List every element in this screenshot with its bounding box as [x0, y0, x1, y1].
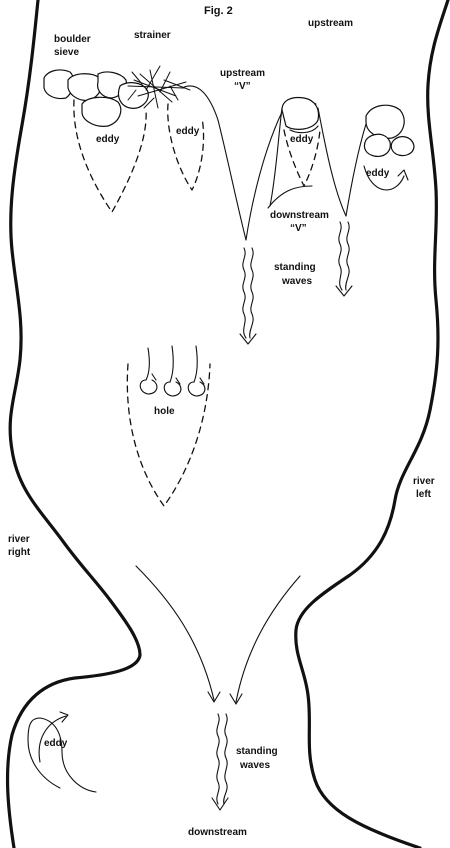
strainer-branches — [127, 65, 191, 109]
label-river-right-line1: river — [8, 534, 30, 545]
label-boulder-sieve-line1: boulder — [54, 34, 91, 45]
label-downstream-v-line1: downstream — [270, 210, 329, 221]
label-standing-waves-lower-line1: standing — [236, 746, 278, 757]
eddy-outline-hole — [126, 363, 211, 507]
river-right-bank — [5, 0, 142, 848]
river-left-bank — [294, 0, 450, 848]
label-river-left-line1: river — [413, 476, 435, 487]
figure-title: Fig. 2 — [204, 5, 233, 17]
label-river-right-line2: right — [8, 547, 31, 558]
label-eddy-right: eddy — [366, 168, 390, 179]
label-standing-waves-lower-line2: waves — [239, 760, 270, 771]
label-standing-waves-upper-line2: waves — [281, 276, 312, 287]
standing-waves-upper-right — [335, 221, 353, 297]
current-arrow-right — [235, 575, 301, 703]
label-upstream-v-line2: “V” — [234, 81, 251, 92]
label-hole: hole — [154, 406, 175, 417]
label-downstream: downstream — [188, 827, 247, 838]
label-eddy-center: eddy — [290, 134, 314, 145]
label-eddy-left: eddy — [96, 134, 120, 145]
boulder-sieve-rock-2 — [67, 73, 103, 101]
eddy-arrow-bottom-swirl — [38, 715, 67, 763]
label-river-left-line2: left — [416, 489, 432, 500]
right-boulder-2 — [363, 133, 391, 157]
label-standing-waves-upper-line1: standing — [274, 262, 316, 273]
current-arrow-right-head — [229, 693, 243, 705]
label-upstream: upstream — [308, 18, 353, 29]
standing-waves-lower — [211, 713, 229, 811]
current-arrow-left-head — [207, 691, 221, 703]
right-boulder-3 — [390, 136, 415, 157]
right-boulder-1 — [365, 104, 405, 139]
eddy-outline-strainer — [167, 103, 205, 191]
standing-waves-upper-left — [239, 247, 257, 345]
label-boulder-sieve-line2: sieve — [54, 47, 79, 58]
label-downstream-v-line2: “V” — [290, 223, 307, 234]
eddy-arrow-bottom — [27, 717, 97, 793]
eddy-arrow-bottom-head — [59, 711, 69, 723]
label-upstream-v-line1: upstream — [220, 68, 265, 79]
eddy-arrow-right-head — [397, 169, 409, 181]
eddy-arrow-right — [363, 165, 405, 191]
center-rock-inner — [289, 125, 319, 134]
label-strainer: strainer — [134, 30, 171, 41]
boulder-sieve-rock-5 — [117, 82, 149, 109]
label-eddy-bottom: eddy — [44, 738, 68, 749]
label-eddy-strainer: eddy — [176, 126, 200, 137]
center-boulder — [281, 96, 320, 130]
eddy-outline-left — [73, 99, 147, 213]
boulder-sieve-rock-4 — [81, 96, 122, 127]
hole-feature — [139, 345, 206, 397]
eddy-outline-center — [283, 129, 321, 187]
current-arrow-left — [135, 565, 215, 701]
